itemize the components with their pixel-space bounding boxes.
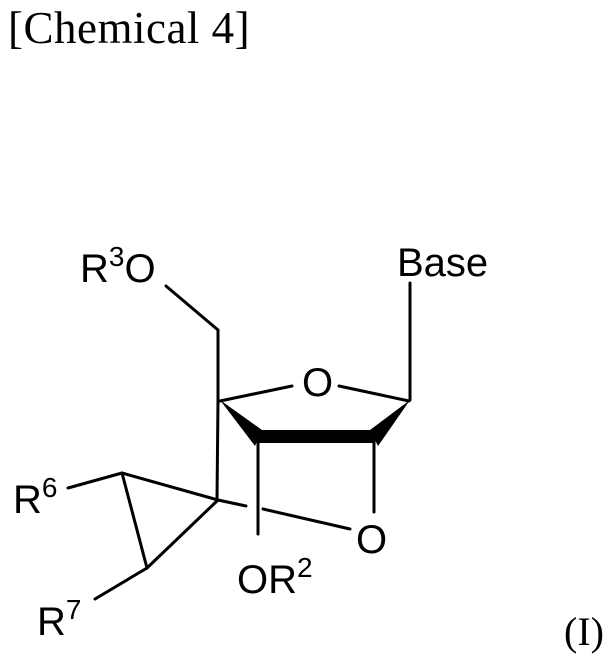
bond-cp-r7 xyxy=(93,566,149,601)
bond-spiro-cp-top xyxy=(120,471,220,502)
r6-label: R6 xyxy=(13,472,57,522)
bond-c4-ring-o xyxy=(218,384,294,403)
base-label: Base xyxy=(397,241,488,285)
or2-label: OR2 xyxy=(237,552,313,602)
r7-label: R7 xyxy=(37,594,81,644)
wedge-c4-c3 xyxy=(220,400,262,446)
bond-spiro-o-part2 xyxy=(261,507,352,531)
bond-cp-r6 xyxy=(66,471,124,490)
bond-c4-spiro xyxy=(215,398,220,502)
bold-bond-c3-c2 xyxy=(257,430,375,443)
bond-spiro-o-part1 xyxy=(216,498,248,508)
bond-ring-o-c1 xyxy=(337,384,411,403)
bridge-oxygen-label: O xyxy=(356,518,387,562)
figure-title: [Chemical 4] xyxy=(8,3,251,53)
bond-cp-top-bottom xyxy=(120,471,149,570)
bond-o5-c5 xyxy=(164,284,220,332)
wedge-c1-c2 xyxy=(370,400,410,446)
bond-spiro-cp-bottom xyxy=(145,498,220,570)
ring-oxygen-label: O xyxy=(302,361,333,405)
formula-number: (I) xyxy=(564,609,604,654)
r3o-label: R3O xyxy=(80,241,156,291)
